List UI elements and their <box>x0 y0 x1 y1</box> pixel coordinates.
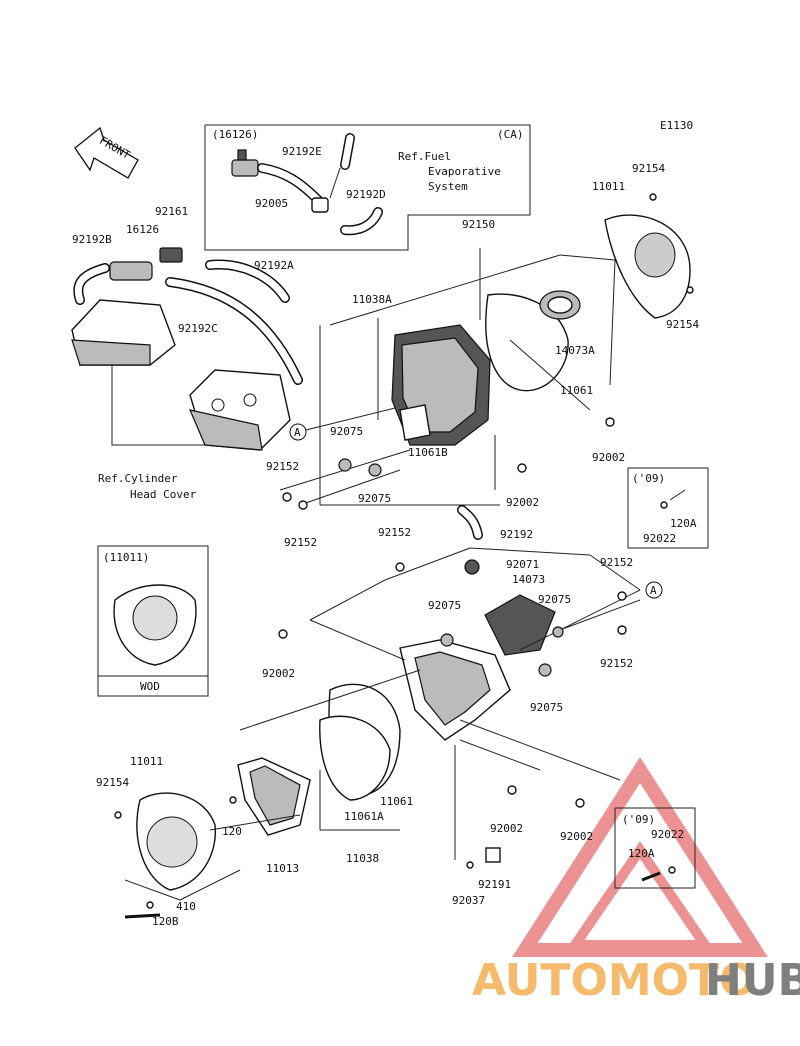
label-120B: 120B <box>152 915 179 928</box>
label-92075-b: 92075 <box>358 492 391 505</box>
label-92192A: 92192A <box>254 259 294 272</box>
upper-snorkel <box>539 290 581 320</box>
ca-vacuum-parts <box>231 133 383 236</box>
label-92002-l: 92002 <box>262 667 295 680</box>
callout-a-upper: A <box>289 407 396 441</box>
label-92071: 92071 <box>506 558 539 571</box>
label-92022-bot: 92022 <box>651 828 684 841</box>
callout-a-lower: A <box>645 581 663 599</box>
label-92005: 92005 <box>255 197 288 210</box>
label-fuel-2: Evaporative <box>428 165 501 178</box>
label-92022-top: 92022 <box>643 532 676 545</box>
watermark-logo <box>512 756 768 957</box>
label-92192: 92192 <box>500 528 533 541</box>
label-11061-top: 11061 <box>560 384 593 397</box>
label-92152-c: 92152 <box>378 526 411 539</box>
watermark-brand-b: HUB <box>705 955 800 1006</box>
label-92154-mid: 92154 <box>666 318 699 331</box>
label-inset-caption: WOD <box>140 680 160 693</box>
label-16126: 16126 <box>126 223 159 236</box>
diagram-code: E1130 <box>660 119 693 132</box>
label-92152-a: 92152 <box>266 460 299 473</box>
label-120A-top: 120A <box>670 517 697 530</box>
label-92154-bot: 92154 <box>96 776 129 789</box>
label-92075-d: 92075 <box>428 599 461 612</box>
ca-variant-box <box>204 124 531 251</box>
svg-text:A: A <box>294 426 301 439</box>
label-410: 410 <box>176 900 196 913</box>
upper-hose-assembly <box>73 247 303 385</box>
label-14073A: 14073A <box>555 344 595 357</box>
label-cyl-1: Ref.Cylinder <box>98 472 178 485</box>
label-16126-ca: (16126) <box>212 128 258 141</box>
label-92192D: 92192D <box>346 188 386 201</box>
front-arrow-icon: FRONT <box>74 126 139 179</box>
upper-housing <box>391 324 491 446</box>
label-92152-d: 92152 <box>600 556 633 569</box>
label-92154-top: 92154 <box>632 162 665 175</box>
label-fuel-1: Ref.Fuel <box>398 150 451 163</box>
label-09-top: ('09) <box>632 472 665 485</box>
label-cyl-2: Head Cover <box>130 488 197 501</box>
svg-text:A: A <box>650 584 657 597</box>
lower-element-frame <box>319 715 391 801</box>
cylinder-head-cover-front <box>71 299 176 366</box>
label-92192B: 92192B <box>72 233 112 246</box>
label-11011-top: 11011 <box>592 180 625 193</box>
label-92152-b: 92152 <box>284 536 317 549</box>
label-11061: 11061 <box>380 795 413 808</box>
label-92037: 92037 <box>452 894 485 907</box>
label-ca: (CA) <box>497 128 524 141</box>
label-92191: 92191 <box>478 878 511 891</box>
label-09-bot: ('09) <box>622 813 655 826</box>
year-box-bottom <box>614 807 696 889</box>
label-11061B: 11061B <box>408 446 448 459</box>
label-14073: 14073 <box>512 573 545 586</box>
label-92192E: 92192E <box>282 145 322 158</box>
lower-fasteners <box>114 562 627 919</box>
label-92192C: 92192C <box>178 322 218 335</box>
cylinder-head-cover-rear <box>188 369 291 451</box>
label-92002-r2: 92002 <box>506 496 539 509</box>
watermark-brand-a: AUTOMOTO <box>472 955 756 1006</box>
label-92075-a: 92075 <box>330 425 363 438</box>
label-92161: 92161 <box>155 205 188 218</box>
label-120A-bot: 120A <box>628 847 655 860</box>
label-92152-e: 92152 <box>600 657 633 670</box>
cyl-ref-leader <box>111 365 205 446</box>
label-fuel-3: System <box>428 180 468 193</box>
label-92002-b1: 92002 <box>490 822 523 835</box>
year-box-top <box>627 467 709 549</box>
part-labels: E1130 (16126) (CA) 92192E Ref.Fuel Evapo… <box>72 119 699 928</box>
watermark-text: AUTOMOTO HUB <box>472 955 800 1006</box>
label-11038A: 11038A <box>352 293 392 306</box>
label-11011-bot: 11011 <box>130 755 163 768</box>
label-11038: 11038 <box>346 852 379 865</box>
label-92150: 92150 <box>462 218 495 231</box>
label-92002-r1: 92002 <box>592 451 625 464</box>
lower-housing <box>399 639 511 741</box>
label-92075-e: 92075 <box>530 701 563 714</box>
lower-snorkel <box>484 594 556 656</box>
label-120: 120 <box>222 825 242 838</box>
label-11013: 11013 <box>266 862 299 875</box>
label-92002-b2: 92002 <box>560 830 593 843</box>
label-inset-title: (11011) <box>103 551 149 564</box>
upper-fasteners <box>282 193 694 510</box>
label-11061A: 11061A <box>344 810 384 823</box>
label-92075-c: 92075 <box>538 593 571 606</box>
